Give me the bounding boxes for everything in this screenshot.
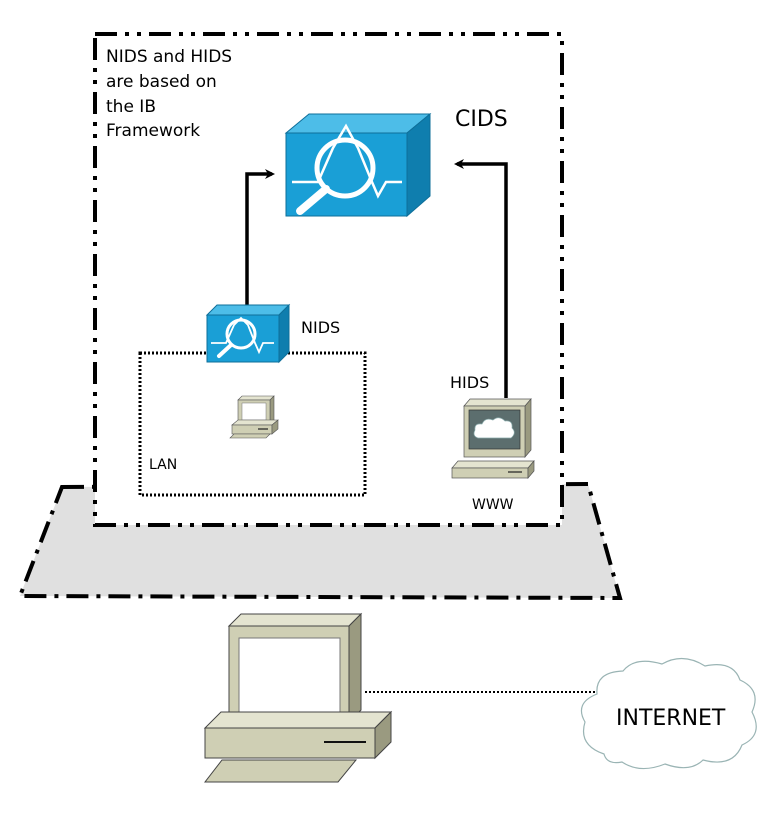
framework-note-line-3: the IB: [106, 97, 156, 117]
lan-label: LAN: [149, 457, 177, 473]
www-label: WWW: [472, 497, 514, 513]
framework-note-line-2: are based on: [106, 72, 217, 92]
internet-label: INTERNET: [616, 706, 726, 731]
nids-label: NIDS: [301, 318, 340, 337]
hids-label: HIDS: [450, 373, 489, 392]
framework-note-line-1: NIDS and HIDS: [106, 47, 232, 67]
computer-icon: [203, 612, 393, 783]
cids-sensor-icon: [284, 112, 432, 218]
cloud-icon: [580, 657, 757, 770]
framework-note: NIDS and HIDS are based on the IB Framew…: [106, 47, 238, 141]
nids-to-cids-arrow: [245, 169, 275, 305]
hids-to-cids-arrow: [454, 159, 508, 398]
web-server-icon: [451, 398, 535, 479]
cids-label: CIDS: [455, 107, 508, 132]
nids-sensor-icon: [205, 303, 291, 364]
workstation-icon: [229, 395, 279, 439]
framework-note-line-4: Framework: [106, 121, 200, 141]
